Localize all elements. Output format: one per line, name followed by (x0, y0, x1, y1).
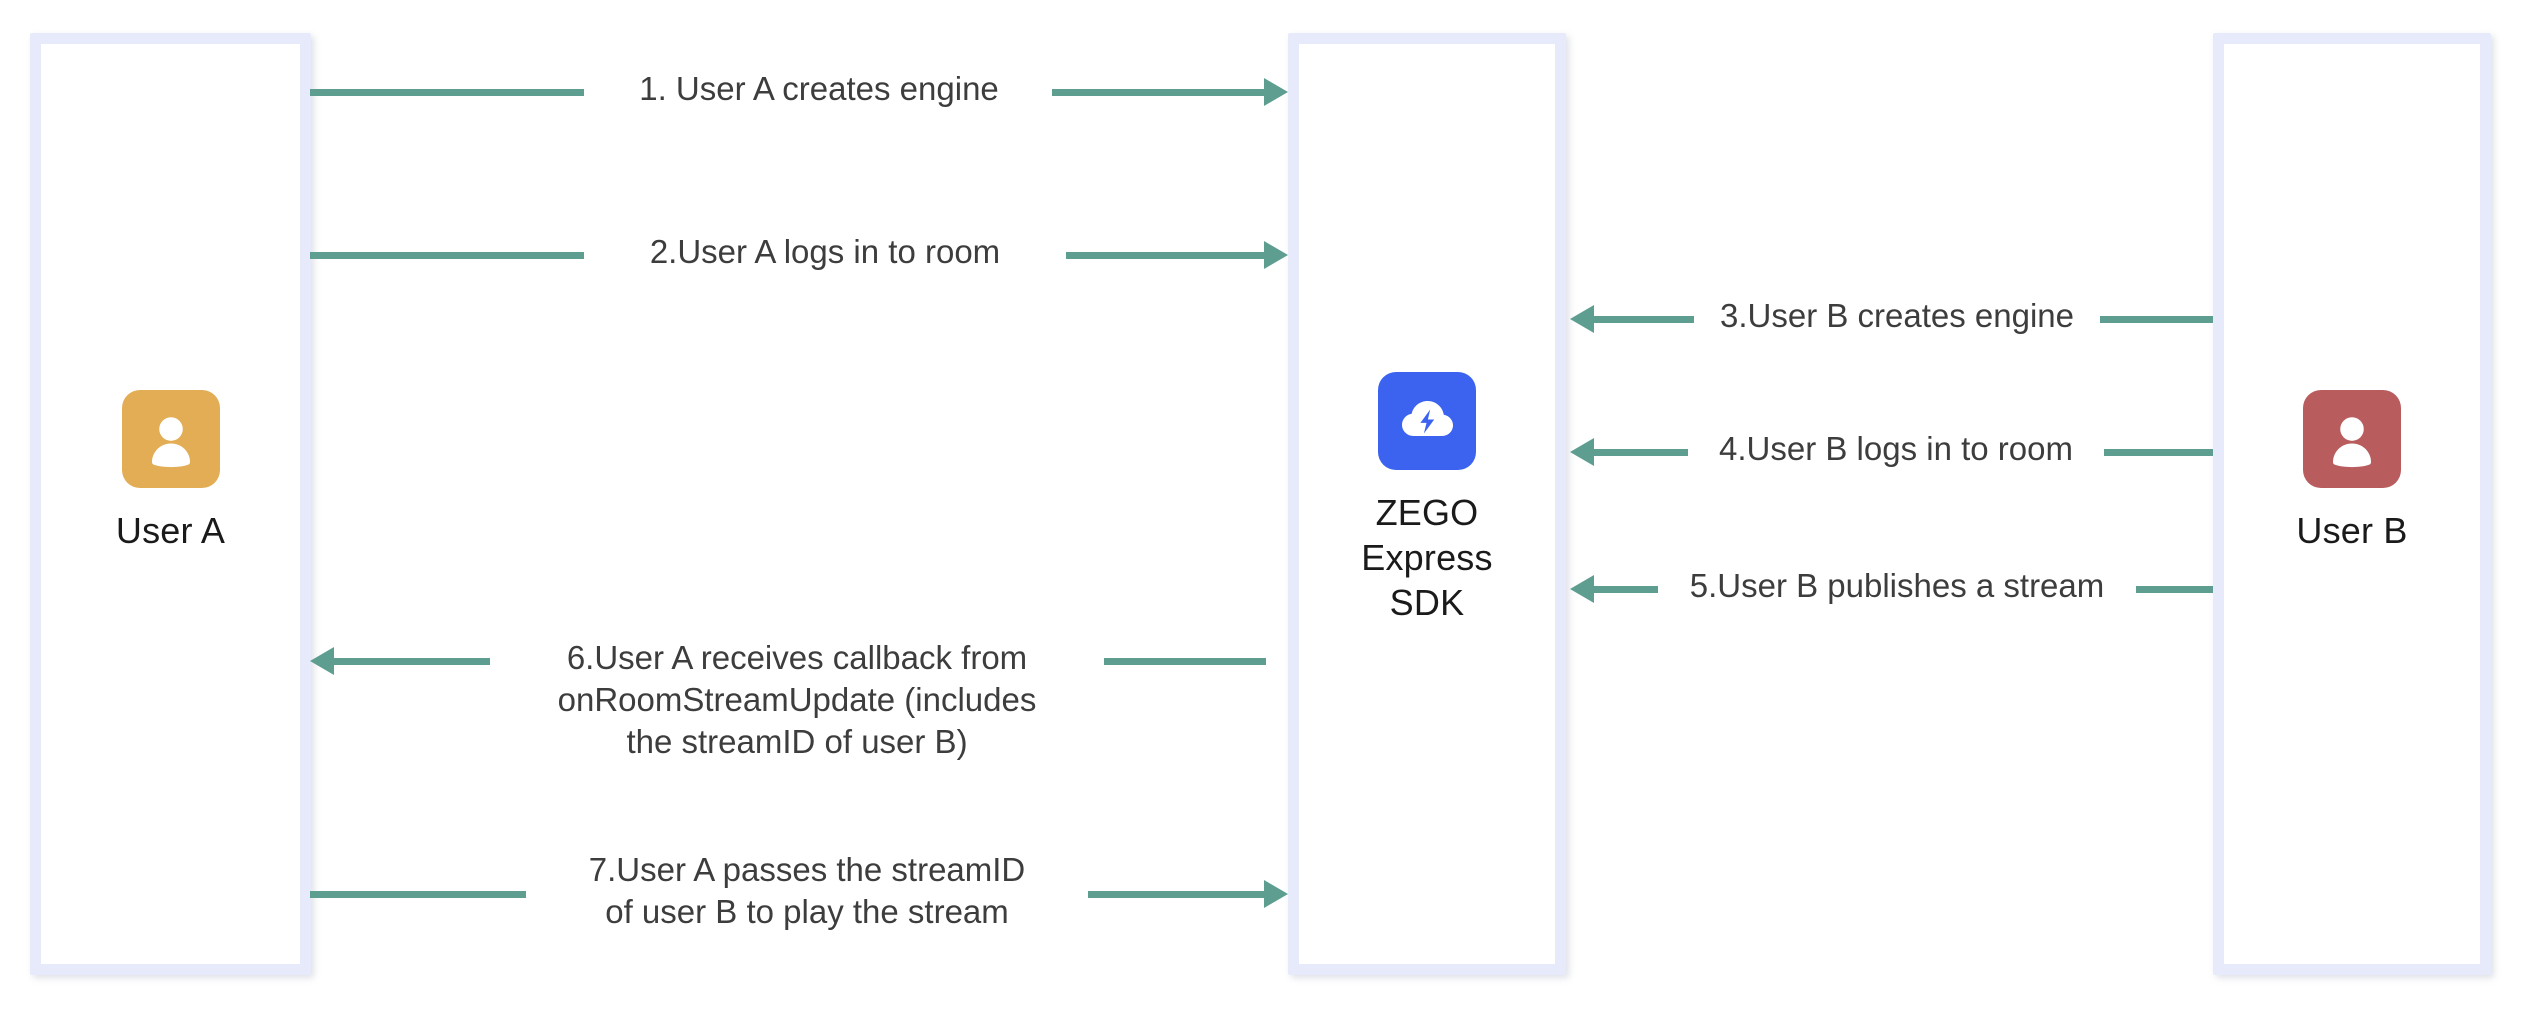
lifeline-user-b (2213, 33, 2491, 975)
message-label-4: 4.User B logs in to room (1719, 430, 2073, 467)
message-label-3: 3.User B creates engine (1719, 297, 2075, 334)
lifeline-user-a (30, 33, 311, 975)
message-label-5: 5.User B publishes a stream (1689, 567, 2105, 604)
message-label-6: 6.User A receives callback from onRoomSt… (557, 639, 1037, 760)
lifeline-zego-sdk (1288, 33, 1566, 975)
message-label-1: 1. User A creates engine (639, 70, 999, 107)
message-label-7: 7.User A passes the streamID of user B t… (588, 851, 1026, 930)
message-label-2: 2.User A logs in to room (649, 233, 1001, 270)
